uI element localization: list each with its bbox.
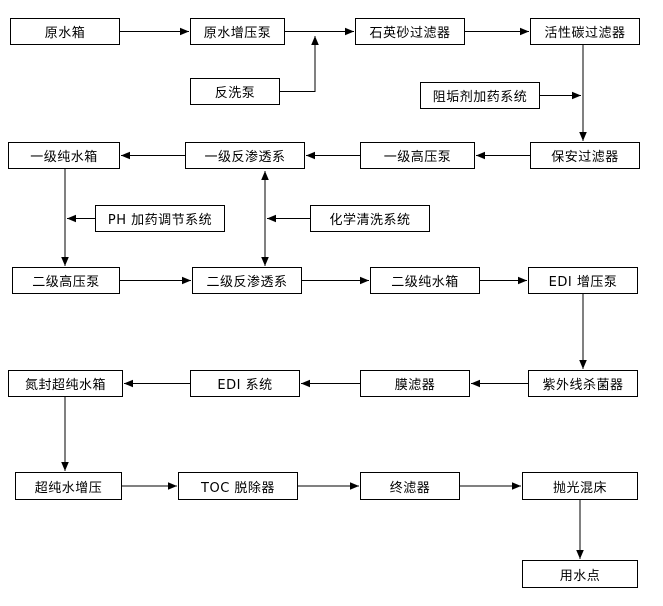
node-membrane-filter: 膜滤器 [360,370,470,397]
node-chemical-cleaning-system: 化学清洗系统 [310,205,430,232]
node-raw-water-booster-pump: 原水增压泵 [190,18,285,45]
node-quartz-sand-filter: 石英砂过滤器 [355,18,465,45]
node-ph-dosing-adjust-system: PH 加药调节系统 [95,205,225,232]
node-stage2-reverse-osmosis: 二级反渗透系 [192,267,302,294]
node-stage2-pure-water-tank: 二级纯水箱 [370,267,480,294]
node-scale-inhibitor-dosing-system: 阻垢剂加药系统 [420,82,540,109]
node-security-filter: 保安过滤器 [530,142,640,169]
node-ultrapure-water-boost: 超纯水增压 [15,472,122,500]
arrow-backwash-pump-to-feed-line [280,36,319,92]
node-water-use-point: 用水点 [522,560,638,588]
node-stage1-high-pressure-pump: 一级高压泵 [360,142,475,169]
node-nitrogen-sealed-ultrapure-water-tank: 氮封超纯水箱 [8,370,123,397]
node-edi-booster-pump: EDI 增压泵 [528,267,638,294]
node-activated-carbon-filter: 活性碳过滤器 [530,18,640,45]
node-backwash-pump: 反洗泵 [190,78,280,105]
node-edi-system: EDI 系统 [190,370,300,397]
node-raw-water-tank: 原水箱 [10,18,120,45]
node-uv-sterilizer: 紫外线杀菌器 [528,370,638,397]
node-final-filter: 终滤器 [360,472,460,500]
node-stage1-pure-water-tank: 一级纯水箱 [8,142,120,169]
node-toc-remover: TOC 脱除器 [178,472,298,500]
node-stage2-high-pressure-pump: 二级高压泵 [12,267,120,294]
node-stage1-reverse-osmosis: 一级反渗透系 [185,142,305,169]
node-polishing-mixed-bed: 抛光混床 [522,472,638,500]
